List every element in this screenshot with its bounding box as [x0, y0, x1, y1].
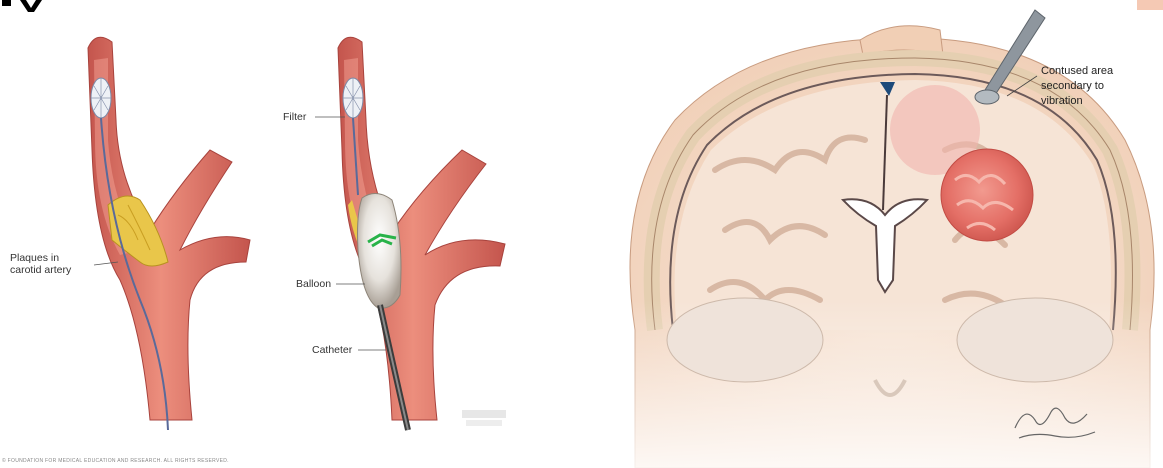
label-filter: Filter	[283, 111, 345, 123]
label-contused-line2: secondary to	[1041, 80, 1104, 92]
label-contused-line1: Contused area	[1041, 65, 1114, 77]
label-plaques-line1: Plaques in	[10, 252, 59, 264]
eye-socket-right	[957, 298, 1113, 382]
artist-mark	[462, 410, 506, 426]
label-balloon: Balloon	[296, 278, 365, 290]
contusion-mass	[941, 149, 1033, 241]
artery-after	[338, 37, 505, 430]
artery-before	[88, 37, 250, 430]
eye-socket-left	[667, 298, 823, 382]
filter-device-2	[343, 78, 363, 118]
label-filter-text: Filter	[283, 111, 307, 123]
label-plaques-line2: carotid artery	[10, 264, 72, 276]
carotid-stenting-illustration: Plaques in carotid artery	[0, 0, 560, 468]
balloon-device	[358, 193, 402, 308]
label-balloon-text: Balloon	[296, 278, 331, 290]
label-catheter: Catheter	[312, 344, 386, 356]
head-contusion-illustration: Contused area secondary to vibration	[595, 0, 1163, 468]
filter-device	[91, 78, 111, 118]
label-contused-line3: vibration	[1041, 95, 1083, 107]
label-plaques: Plaques in carotid artery	[10, 252, 118, 276]
copyright-footer: © FOUNDATION FOR MEDICAL EDUCATION AND R…	[2, 457, 229, 464]
label-catheter-text: Catheter	[312, 344, 353, 356]
